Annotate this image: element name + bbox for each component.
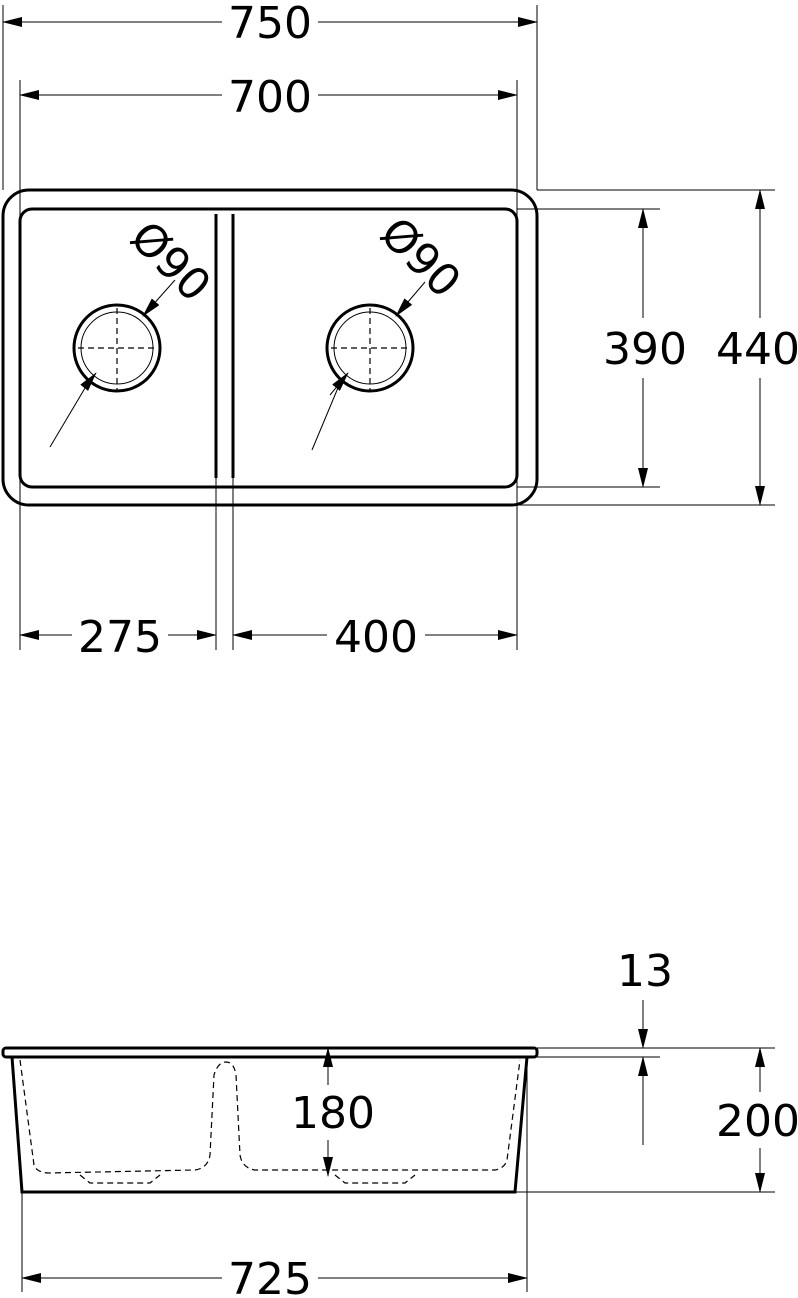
right-drain — [325, 303, 415, 393]
side-view: 13 180 200 725 — [1, 946, 798, 1298]
inner-width-label: 700 — [228, 72, 312, 123]
right-bowl-width-label: 400 — [334, 612, 418, 663]
overall-depth-label: 440 — [716, 324, 798, 375]
sink-body-outline — [10, 1056, 529, 1194]
left-drain — [72, 303, 162, 393]
bowl-depth-label: 180 — [291, 1088, 375, 1139]
sink-outer-outline — [1, 188, 539, 507]
left-bowl-width-label: 275 — [78, 612, 162, 663]
bottom-width-label: 725 — [228, 1254, 312, 1298]
overall-width-label: 750 — [228, 0, 312, 49]
sink-lip — [1, 1046, 539, 1059]
left-drain-diameter-label: Ø90 — [120, 212, 220, 312]
overall-height-label: 200 — [716, 1096, 798, 1147]
inner-depth-label: 390 — [603, 324, 687, 375]
right-drain-diameter-label: Ø90 — [370, 208, 470, 308]
lip-thickness-label: 13 — [617, 946, 673, 997]
bowl-inner-profile — [19, 1059, 521, 1174]
top-view: Ø90 Ø90 750 700 390 440 275 — [1, 0, 798, 663]
